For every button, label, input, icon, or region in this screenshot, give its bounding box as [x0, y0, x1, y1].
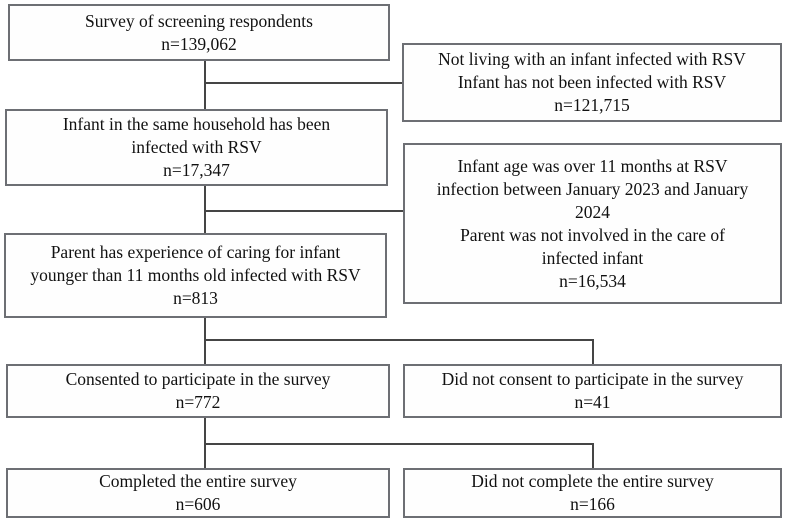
box-count: n=41	[574, 392, 611, 412]
box-count: n=813	[173, 288, 218, 308]
box-did-not-consent: Did not consent to participate in the su…	[403, 364, 782, 418]
box-count: n=772	[175, 392, 221, 412]
box-not-living-with-infant: Not living with an infant infected with …	[402, 43, 782, 122]
box-count: n=139,062	[161, 33, 237, 54]
box-line: Parent has experience of caring for infa…	[50, 242, 341, 262]
box-line: Not living with an infant infected with …	[438, 49, 746, 69]
connector-split-to-not-consented-vertical	[592, 339, 594, 364]
connector-branch-to-age-over-horizontal	[204, 210, 403, 212]
box-parent-caring-experience: Parent has experience of caring for infa…	[4, 233, 387, 318]
connector-split-to-not-completed-vertical	[592, 443, 594, 468]
box-count: n=121,715	[554, 95, 630, 115]
connector-completion-split-horizontal	[204, 443, 594, 445]
box-line: Did not consent to participate in the su…	[441, 369, 744, 389]
box-count: n=606	[175, 494, 221, 514]
box-infant-age-over-11-months: Infant age was over 11 months at RSV inf…	[403, 143, 782, 304]
box-did-not-complete: Did not complete the entire survey n=166	[403, 468, 782, 518]
box-completed-survey: Completed the entire survey n=606	[6, 468, 390, 518]
box-consented: Consented to participate in the survey n…	[6, 364, 390, 418]
box-line: 2024	[575, 201, 610, 222]
connector-parent-to-consented-vertical	[204, 318, 206, 364]
box-line: Survey of screening respondents	[85, 10, 313, 31]
box-line: Infant age was over 11 months at RSV	[457, 155, 728, 176]
connector-consent-split-horizontal	[204, 339, 594, 341]
box-count: n=17,347	[163, 160, 230, 180]
box-infant-household-infected: Infant in the same household has been in…	[5, 109, 388, 186]
box-count: n=16,534	[559, 270, 626, 291]
box-line: Consented to participate in the survey	[65, 369, 331, 389]
box-line: younger than 11 months old infected with…	[30, 265, 361, 285]
box-line: Completed the entire survey	[99, 471, 297, 491]
connector-household-to-parent-vertical	[204, 186, 206, 233]
box-count: n=166	[570, 494, 615, 514]
connector-branch-to-not-living-horizontal	[204, 82, 402, 84]
box-line: infection between January 2023 and Janua…	[436, 178, 749, 199]
box-line: Infant has not been infected with RSV	[457, 72, 727, 92]
box-line: Infant in the same household has been	[62, 114, 331, 134]
box-line: Parent was not involved in the care of	[460, 224, 725, 245]
box-screening-respondents: Survey of screening respondents n=139,06…	[8, 4, 390, 61]
box-line: infected with RSV	[131, 137, 262, 157]
box-line: Did not complete the entire survey	[471, 471, 714, 491]
box-line: infected infant	[541, 247, 644, 268]
connector-screening-to-household-vertical	[204, 61, 206, 109]
